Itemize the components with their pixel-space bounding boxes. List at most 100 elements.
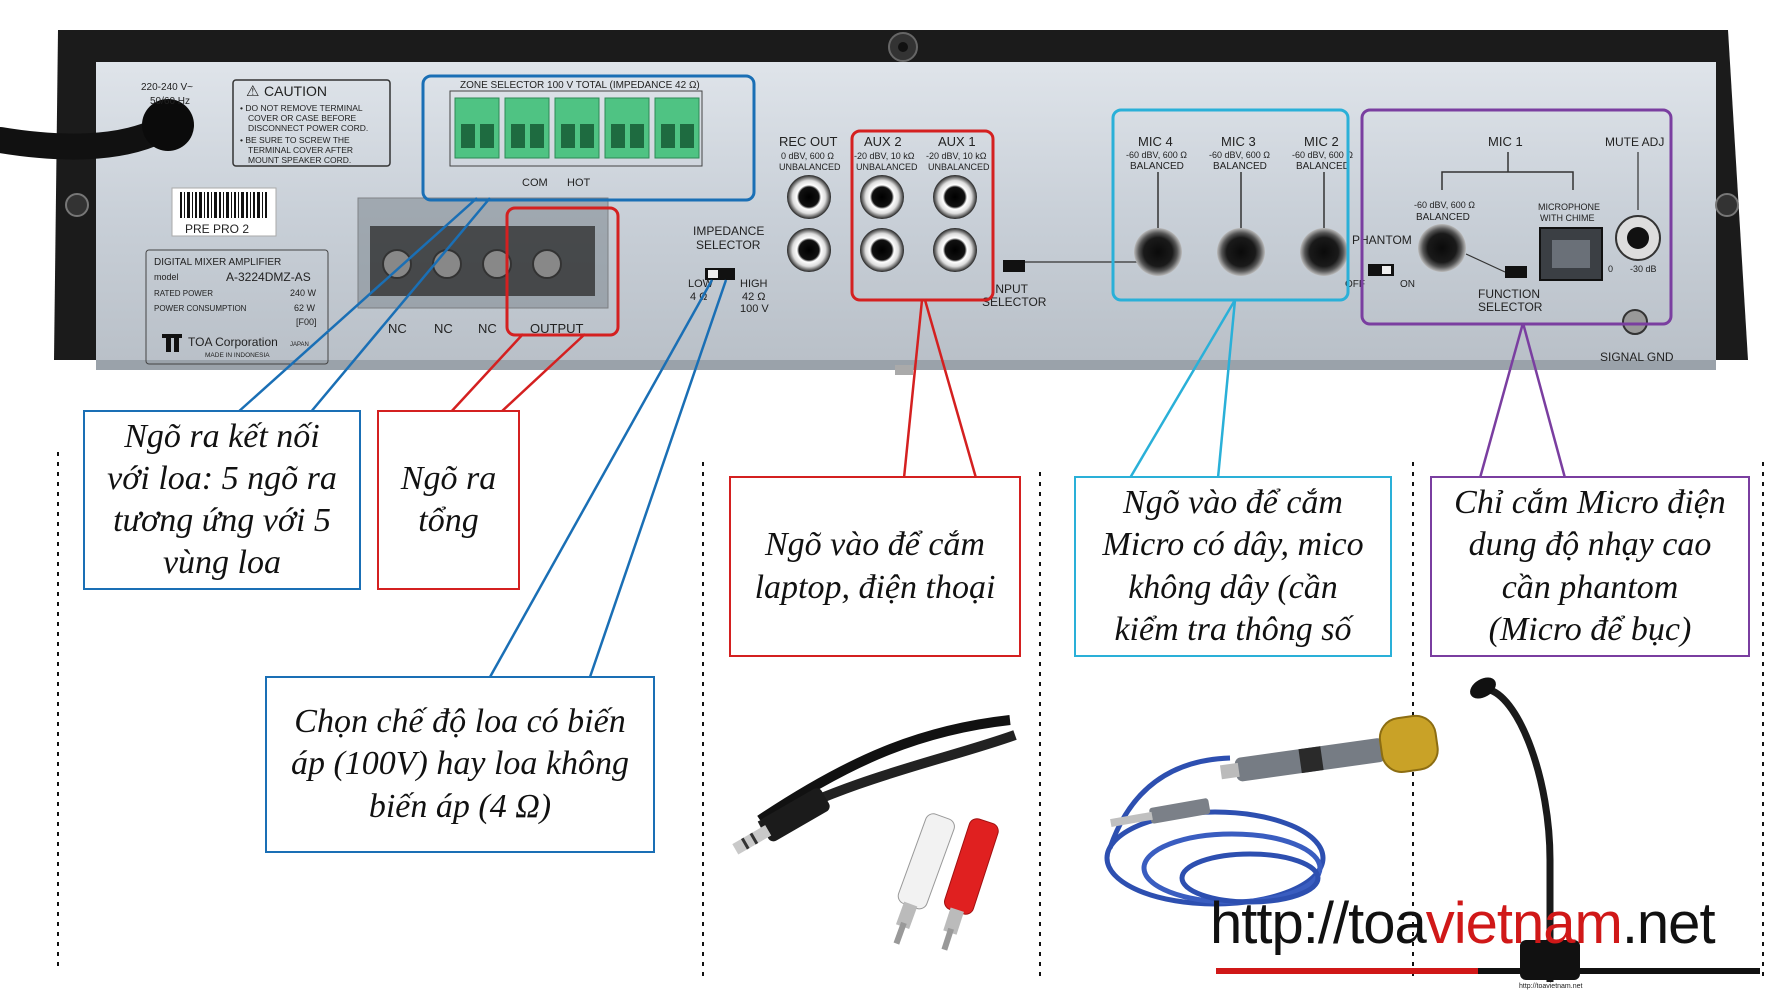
input-selector-switch[interactable] (1003, 260, 1025, 272)
callout-mic-input: Ngõ vào để cắm Micro có dây, mico không … (1074, 476, 1392, 657)
warning-icon: ⚠ (246, 83, 259, 100)
rca-jack[interactable] (860, 175, 904, 219)
function-selector-label: FUNCTION (1478, 287, 1540, 301)
nc-label: NC (478, 321, 497, 336)
barcode-sticker: PRE PRO 2 (171, 187, 277, 237)
rated-power-key: RATED POWER (154, 289, 213, 298)
barcode (180, 192, 267, 218)
callout-line: Chỉ cắm Micro điện (1454, 484, 1726, 522)
aux2-spec: UNBALANCED (856, 162, 918, 172)
caution-line: MOUNT SPEAKER CORD. (248, 155, 351, 165)
callout-line: Micro có dây, mico (1102, 526, 1364, 564)
model-key: model (154, 272, 179, 282)
power-consumption-key: POWER CONSUMPTION (154, 304, 247, 313)
mute-min: 0 (1608, 264, 1613, 274)
url-underline (1478, 968, 1760, 974)
xlr-jack[interactable] (1300, 228, 1348, 276)
model-plate: DIGITAL MIXER AMPLIFIER model A-3224DMZ-… (145, 249, 329, 365)
zone-terminal (554, 97, 600, 159)
mic-spec: BALANCED (1296, 161, 1350, 172)
rec-out-jacks: REC OUT 0 dBV, 600 Ω UNBALANCED (779, 134, 841, 272)
mic-spec: -60 dBV, 600 Ω (1292, 150, 1353, 160)
rca-jack[interactable] (860, 228, 904, 272)
zone-terminal (654, 97, 700, 159)
xlr-jack[interactable] (1134, 228, 1182, 276)
aux-jacks: AUX 2 -20 dBV, 10 kΩ UNBALANCED AUX 1 -2… (854, 134, 990, 272)
callout-line: không dây (cần (1128, 568, 1338, 606)
rec-out-spec: UNBALANCED (779, 162, 841, 172)
input-selector-label: INPUT (992, 282, 1029, 296)
product-type: DIGITAL MIXER AMPLIFIER (154, 257, 281, 268)
rca-jack[interactable] (933, 175, 977, 219)
callout-line: tổng (418, 502, 479, 539)
power-cord: 220-240 V~ 50/60 Hz (0, 82, 194, 160)
photo-watermark: http://toavietnam.net (1519, 983, 1582, 990)
model-value: A-3224DMZ-AS (226, 270, 311, 284)
zone-terminal (454, 97, 500, 159)
caution-line: TERMINAL COVER AFTER (248, 145, 353, 155)
phantom-switch-group: PHANTOM OFF ON (1345, 233, 1415, 290)
mic2-label: MIC 2 (1304, 134, 1339, 149)
mic-spec: -60 dBV, 600 Ω (1209, 150, 1270, 160)
callout-main-output: Ngõ ra tổng (377, 410, 520, 590)
input-selector: INPUT SELECTOR (982, 260, 1140, 309)
aux2-spec: -20 dBV, 10 kΩ (854, 151, 915, 161)
callout-line: laptop, điện thoại (754, 568, 996, 606)
rca-jack[interactable] (933, 228, 977, 272)
mic-chime-label: WITH CHIME (1540, 213, 1595, 223)
xlr-jack[interactable] (1217, 228, 1265, 276)
power-frequency: 50/60 Hz (150, 96, 190, 107)
caution-line: • BE SURE TO SCREW THE (240, 135, 350, 145)
ground-screw[interactable] (1622, 309, 1648, 335)
mic-spec: -60 dBV, 600 Ω (1126, 150, 1187, 160)
impedance-selector-label: IMPEDANCE (693, 224, 764, 238)
rca-jack[interactable] (787, 175, 831, 219)
com-label: COM (522, 177, 548, 189)
function-selector-switch[interactable] (1505, 266, 1527, 278)
callout-line: tương ứng với 5 (113, 502, 331, 539)
zone-selector-terminals: ZONE SELECTOR 100 V TOTAL (IMPEDANCE 42 … (449, 80, 703, 189)
callout-line: kiểm tra thông số (1114, 610, 1352, 648)
xlr-jack[interactable] (1418, 224, 1466, 272)
maker: TOA Corporation (188, 335, 278, 349)
impedance-selector: IMPEDANCE SELECTOR LOW 4 Ω HIGH 42 Ω 100… (688, 224, 769, 315)
code-label: [F00] (296, 317, 317, 327)
zone-terminal (604, 97, 650, 159)
callout-line: Ngõ ra (400, 459, 497, 497)
zone-selector-label: ZONE SELECTOR 100 V TOTAL (IMPEDANCE 42 … (460, 80, 700, 91)
phantom-label: PHANTOM (1352, 233, 1412, 247)
pointer-lines (236, 197, 1567, 678)
function-selector-label: SELECTOR (1478, 300, 1543, 314)
toa-logo (162, 334, 182, 352)
url-part: http://toa (1210, 891, 1427, 956)
mic-jacks: MIC 4 -60 dBV, 600 Ω BALANCED MIC 3 -60 … (1126, 134, 1353, 276)
microphone-photo (1104, 714, 1439, 907)
callout-line: áp (100V) hay loa không (290, 745, 630, 783)
input-selector-label: SELECTOR (982, 295, 1047, 309)
highlight-mic1 (1360, 108, 1673, 326)
mic3-label: MIC 3 (1221, 134, 1256, 149)
callout-line: Ngõ ra kết nối (124, 417, 320, 455)
aux1-label: AUX 1 (938, 134, 976, 149)
mic-chime-label: MICROPHONE (1538, 202, 1600, 212)
callout-line: với loa: 5 ngõ ra (107, 459, 337, 497)
caution-label: ⚠ CAUTION • DO NOT REMOVE TERMINAL COVER… (232, 79, 391, 167)
callout-line: biến áp (4 Ω) (368, 787, 552, 825)
barcode-text: PRE PRO 2 (185, 222, 249, 236)
on-label: ON (1400, 279, 1415, 290)
callout-line: vùng loa (162, 544, 282, 582)
power-consumption-value: 62 W (294, 303, 316, 313)
aux2-label: AUX 2 (864, 134, 902, 149)
callout-aux-input: Ngõ vào để cắm laptop, điện thoại (729, 476, 1021, 657)
aux1-spec: UNBALANCED (928, 162, 990, 172)
mute-adj-label: MUTE ADJ (1605, 135, 1664, 149)
website-watermark: http://toavietnam.net (1210, 890, 1770, 970)
highlight-zone-selector (421, 74, 756, 202)
caution-line: COVER OR CASE BEFORE (248, 113, 356, 123)
power-rating: 220-240 V~ (141, 82, 193, 93)
nc-label: NC (388, 321, 407, 336)
rca-jack[interactable] (787, 228, 831, 272)
mic-spec: BALANCED (1130, 161, 1184, 172)
callout-line: (Micro để bục) (1488, 610, 1692, 648)
maker-country: JAPAN (290, 342, 309, 348)
